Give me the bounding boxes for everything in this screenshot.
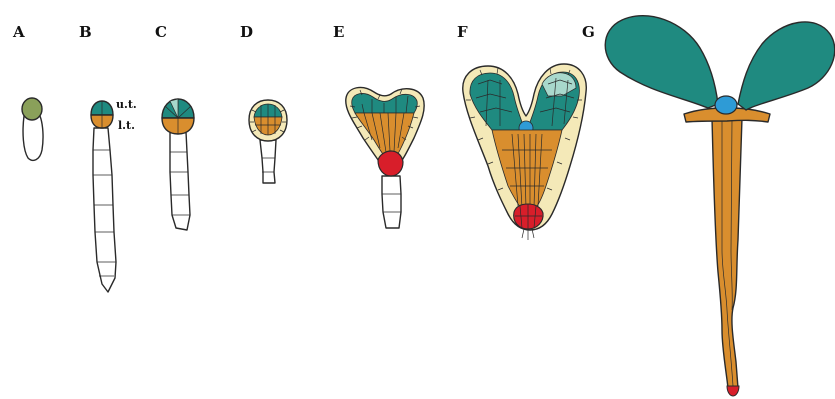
b-suspensor [93,128,116,292]
stage-c-embryo [162,99,194,230]
stage-f-embryo [463,64,587,240]
label-lower-tier: l.t. [118,119,135,132]
label-upper-tier: u.t. [116,98,137,111]
e-hypophysis [378,151,403,176]
stage-d-embryo [249,100,287,183]
d-suspensor [260,140,276,183]
panel-label-g: G [582,23,595,41]
panel-label-a: A [12,23,25,41]
panel-label-b: B [79,23,92,41]
panel-label-c: C [155,23,167,41]
stage-a-zygote [22,98,43,160]
g-left-cotyledon [605,16,718,108]
g-shoot-apex [715,96,737,114]
panel-label-f: F [457,23,468,41]
stage-b-embryo: u.t. l.t. [91,98,137,292]
f-root-meristem [514,204,543,229]
zygote-basal-cell [23,116,43,160]
stage-e-embryo [346,87,424,228]
panel-label-d: D [240,23,253,41]
g-root [712,118,742,388]
g-root-tip [727,386,739,396]
e-suspensor [382,176,401,228]
stage-g-seedling [605,16,835,396]
g-right-cotyledon [738,22,835,110]
zygote-apical-cell [22,98,42,120]
panel-label-e: E [333,23,344,41]
f-suspensor-stub [522,229,534,240]
